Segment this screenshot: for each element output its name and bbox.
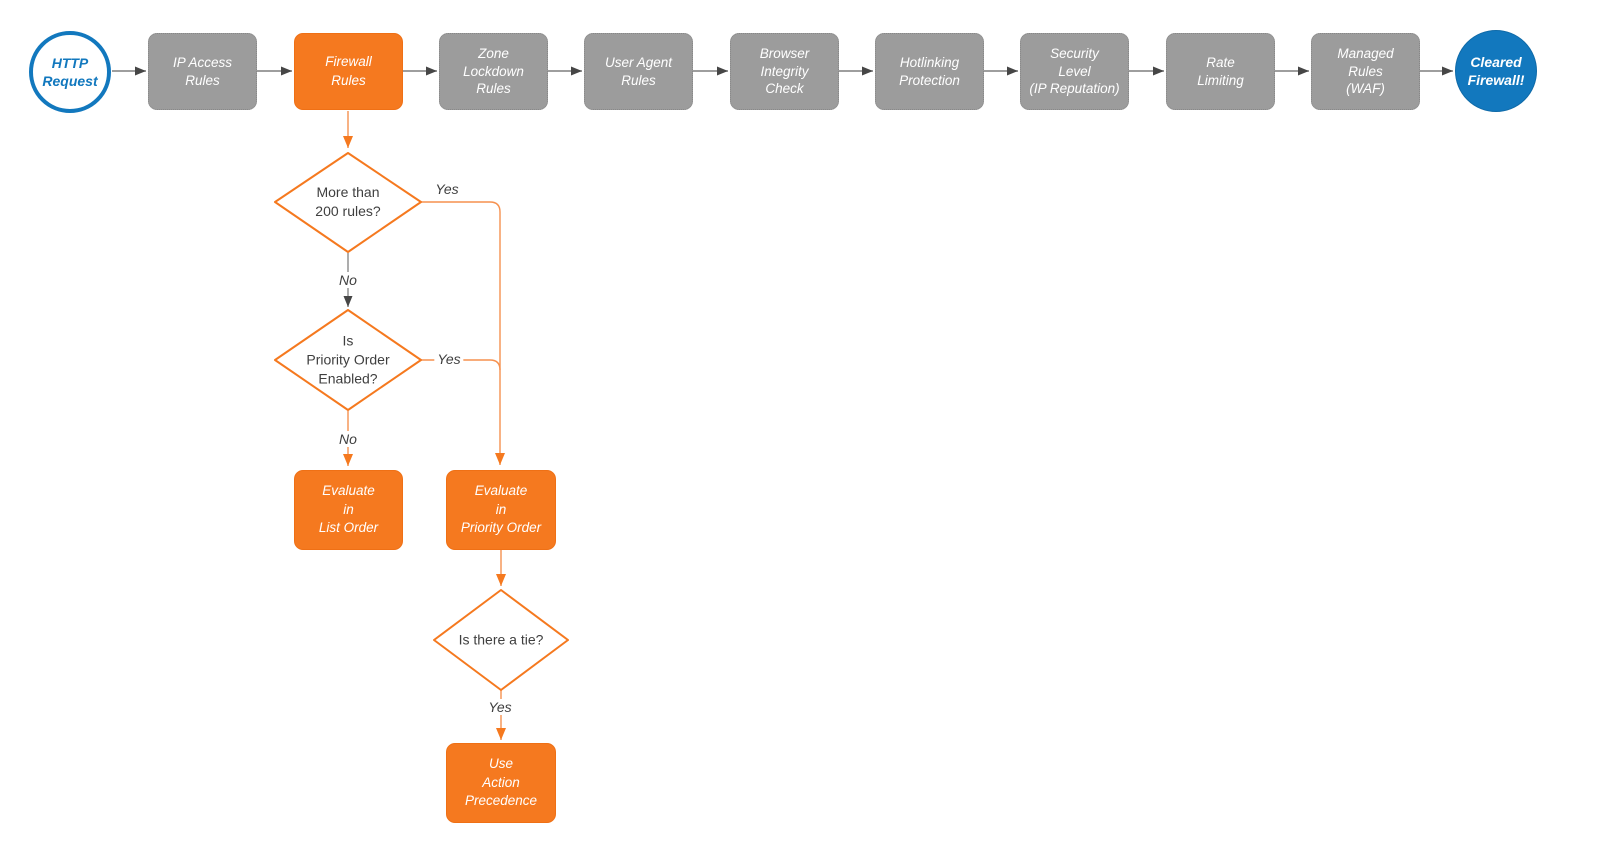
step-zone-lockdown-rules: Zone Lockdown Rules: [439, 33, 548, 110]
priority-order-question: Is Priority Order Enabled?: [306, 332, 390, 387]
http-request-label: HTTP Request: [42, 54, 98, 89]
step-label: IP Access Rules: [172, 54, 233, 88]
action-evaluate-list-order: Evaluate in List Order: [294, 470, 403, 550]
step-label: Security Level (IP Reputation): [1029, 45, 1120, 97]
rule-count-question: More than 200 rules?: [315, 184, 381, 219]
decision-shapes: [274, 152, 569, 691]
cleared-firewall-end-node: Cleared Firewall!: [1455, 30, 1537, 112]
http-request-start-node: HTTP Request: [29, 31, 111, 113]
action-evaluate-priority-order: Evaluate in Priority Order: [446, 470, 556, 550]
step-browser-integrity-check: Browser Integrity Check: [730, 33, 839, 110]
step-ip-access-rules: IP Access Rules: [148, 33, 257, 110]
action-use-action-precedence: Use Action Precedence: [446, 743, 556, 823]
tie-yes-label: Yes: [485, 699, 515, 715]
cleared-firewall-label: Cleared Firewall!: [1467, 53, 1525, 88]
step-label: Hotlinking Protection: [899, 54, 960, 88]
step-label: Browser Integrity Check: [759, 45, 810, 97]
step-label: Firewall Rules: [325, 53, 372, 88]
step-label: Rate Limiting: [1197, 54, 1244, 88]
priority-order-yes-label: Yes: [434, 351, 464, 367]
rule-count-yes-label: Yes: [432, 181, 462, 197]
action-label: Evaluate in Priority Order: [460, 483, 542, 536]
step-hotlinking-protection: Hotlinking Protection: [875, 33, 984, 110]
priority-order-no-label: No: [336, 431, 360, 447]
step-rate-limiting: Rate Limiting: [1166, 33, 1275, 110]
tie-question: Is there a tie?: [458, 631, 544, 648]
step-label: Managed Rules (WAF): [1337, 45, 1394, 97]
rule-count-no-label: No: [336, 272, 360, 288]
action-label: Use Action Precedence: [464, 756, 538, 809]
step-label: User Agent Rules: [604, 54, 673, 88]
step-managed-rules-waf: Managed Rules (WAF): [1311, 33, 1420, 110]
action-label: Evaluate in List Order: [318, 483, 379, 536]
step-label: Zone Lockdown Rules: [463, 45, 524, 97]
step-firewall-rules: Firewall Rules: [294, 33, 403, 110]
arrow-rule-count-yes-to-priority-evaluate: [421, 201, 505, 465]
step-security-level: Security Level (IP Reputation): [1020, 33, 1129, 110]
step-user-agent-rules: User Agent Rules: [584, 33, 693, 110]
